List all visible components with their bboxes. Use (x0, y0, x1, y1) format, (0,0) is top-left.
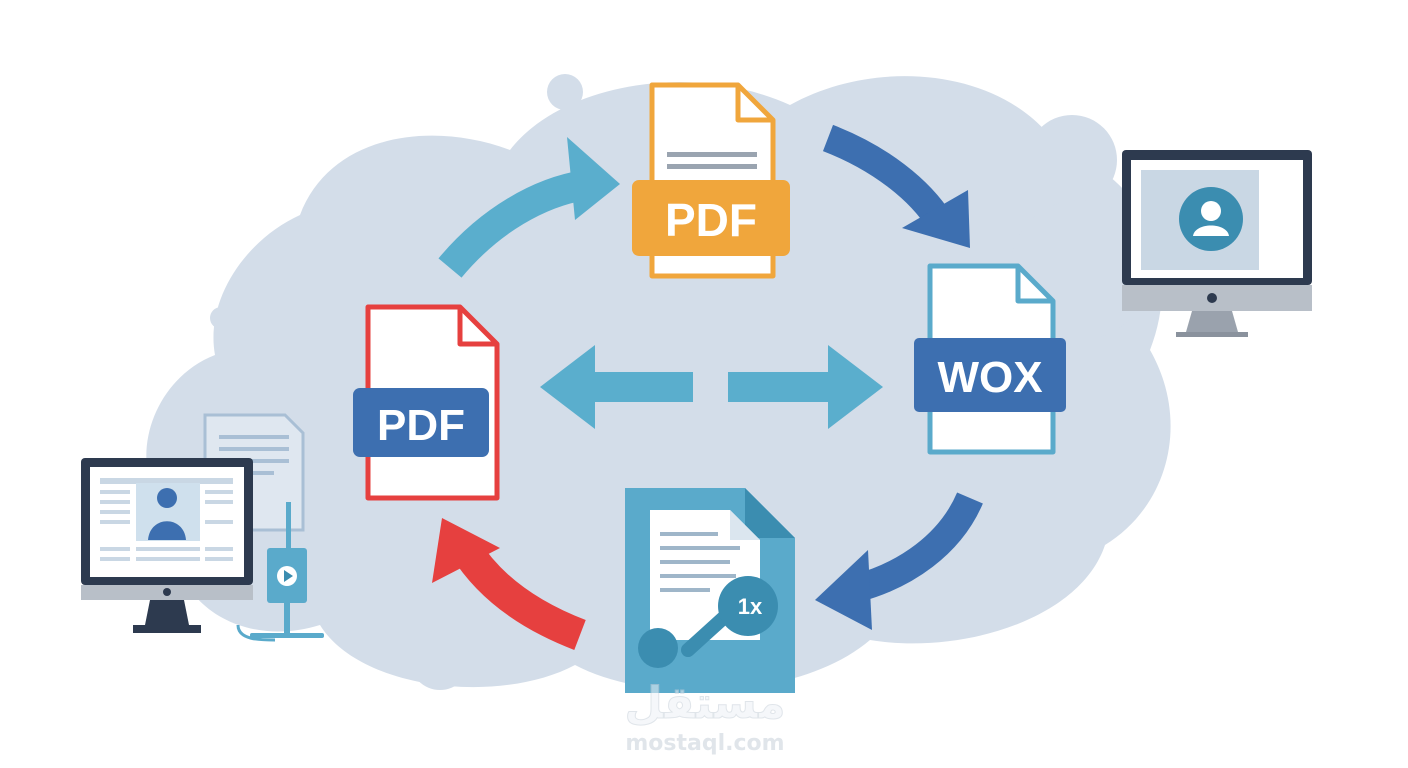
arrow-top-to-right (822, 124, 970, 248)
arrow-left-to-top (438, 137, 620, 278)
arrow-middle-left (540, 345, 693, 429)
arrows (432, 124, 983, 650)
right-wox-label: WOX (937, 353, 1042, 402)
left-workstation (81, 413, 324, 642)
pdf-file-icon: PDF (632, 82, 790, 279)
wox-file-icon: WOX (914, 263, 1066, 455)
arrow-right-to-bottom (815, 492, 983, 630)
right-monitor (1122, 150, 1312, 337)
media-stand (250, 502, 324, 638)
convert-document: 1x (625, 488, 795, 693)
arrow-middle-right (728, 345, 883, 429)
user-avatar-icon (148, 488, 186, 540)
convert-badge-label: 1x (738, 594, 763, 619)
top-pdf-document: PDF (632, 82, 790, 279)
watermark: مستقل mostaql.com (624, 678, 786, 757)
desktop-monitor-icon (81, 458, 253, 633)
pdf-file-icon: PDF (353, 304, 500, 501)
left-pdf-label: PDF (377, 401, 465, 450)
watermark-arabic: مستقل (625, 678, 786, 729)
user-avatar-icon (1179, 187, 1243, 251)
play-icon (277, 566, 297, 586)
arrow-bottom-to-left (432, 518, 586, 650)
left-pdf-document: PDF (353, 304, 500, 501)
top-pdf-label: PDF (665, 194, 757, 246)
watermark-site: mostaql.com (625, 731, 784, 756)
right-wox-document: WOX (914, 263, 1066, 455)
document-convert-icon: 1x (625, 488, 795, 693)
